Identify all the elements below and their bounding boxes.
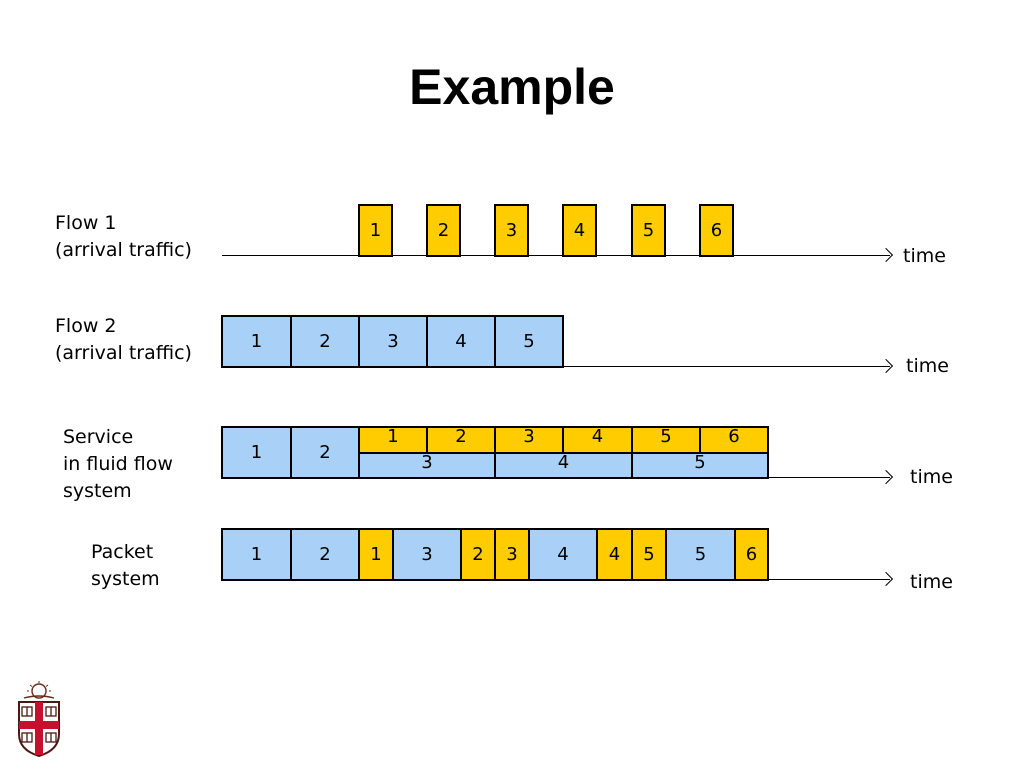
university-shield-icon bbox=[16, 680, 62, 763]
fluid-flow1-packet-2: 2 bbox=[426, 426, 496, 454]
flow1-label: Flow 1 (arrival traffic) bbox=[55, 210, 192, 264]
fluid-label-line1: Service bbox=[63, 426, 134, 448]
fluid-flow2-packet-5: 5 bbox=[631, 452, 769, 479]
flow2-time-label: time bbox=[906, 355, 949, 377]
fluid-flow1-packet-3: 3 bbox=[494, 426, 564, 454]
flow2-label-line2: (arrival traffic) bbox=[55, 342, 192, 364]
fluid-flow1-packet-5: 5 bbox=[631, 426, 701, 454]
fluid-flow1-packet-4: 4 bbox=[562, 426, 633, 454]
flow1-label-line2: (arrival traffic) bbox=[55, 239, 192, 261]
flow1-packet-4: 4 bbox=[562, 204, 597, 257]
slide-title: Example bbox=[409, 59, 615, 115]
fluid-time-label: time bbox=[910, 466, 953, 488]
flow2-packet-5: 5 bbox=[494, 315, 564, 368]
packet-system-label-line2: system bbox=[91, 568, 160, 590]
flow1-label-line1: Flow 1 bbox=[55, 212, 117, 234]
fluid-flow2-packet-1: 1 bbox=[221, 426, 292, 479]
packet-system-slot-9: 5 bbox=[631, 528, 667, 581]
packet-system-label: Packet system bbox=[91, 539, 160, 593]
packet-system-slot-2: 2 bbox=[290, 528, 360, 581]
fluid-flow2-packet-4: 4 bbox=[494, 452, 633, 479]
fluid-flow1-packet-1: 1 bbox=[358, 426, 428, 454]
flow1-packet-3: 3 bbox=[494, 204, 529, 257]
flow2-packet-3: 3 bbox=[358, 315, 428, 368]
flow1-packet-6: 6 bbox=[699, 204, 734, 257]
fluid-label-line3: system bbox=[63, 480, 132, 502]
fluid-label: Service in fluid flow system bbox=[63, 424, 173, 505]
flow2-packet-1: 1 bbox=[221, 315, 292, 368]
flow2-packet-4: 4 bbox=[426, 315, 496, 368]
packet-system-slot-5: 2 bbox=[460, 528, 496, 581]
flow1-time-label: time bbox=[903, 245, 946, 267]
packet-system-slot-3: 1 bbox=[358, 528, 394, 581]
packet-system-slot-4: 3 bbox=[392, 528, 462, 581]
packet-system-label-line1: Packet bbox=[91, 541, 154, 563]
packet-system-slot-11: 6 bbox=[734, 528, 769, 581]
fluid-label-line2: in fluid flow bbox=[63, 453, 173, 475]
flow2-label-line1: Flow 2 bbox=[55, 315, 117, 337]
flow1-time-axis bbox=[222, 255, 890, 256]
packet-system-slot-6: 3 bbox=[494, 528, 530, 581]
flow1-packet-2: 2 bbox=[426, 204, 461, 257]
fluid-flow1-packet-6: 6 bbox=[699, 426, 769, 454]
packet-system-slot-10: 5 bbox=[665, 528, 736, 581]
packet-system-slot-8: 4 bbox=[596, 528, 633, 581]
flow1-packet-1: 1 bbox=[358, 204, 393, 257]
packet-system-slot-7: 4 bbox=[528, 528, 598, 581]
flow2-packet-2: 2 bbox=[290, 315, 360, 368]
fluid-flow2-packet-2: 2 bbox=[290, 426, 360, 479]
flow1-packet-5: 5 bbox=[631, 204, 666, 257]
packet-system-slot-1: 1 bbox=[221, 528, 292, 581]
fluid-flow2-packet-3: 3 bbox=[358, 452, 496, 479]
flow2-label: Flow 2 (arrival traffic) bbox=[55, 313, 192, 367]
packet-system-time-label: time bbox=[910, 571, 953, 593]
